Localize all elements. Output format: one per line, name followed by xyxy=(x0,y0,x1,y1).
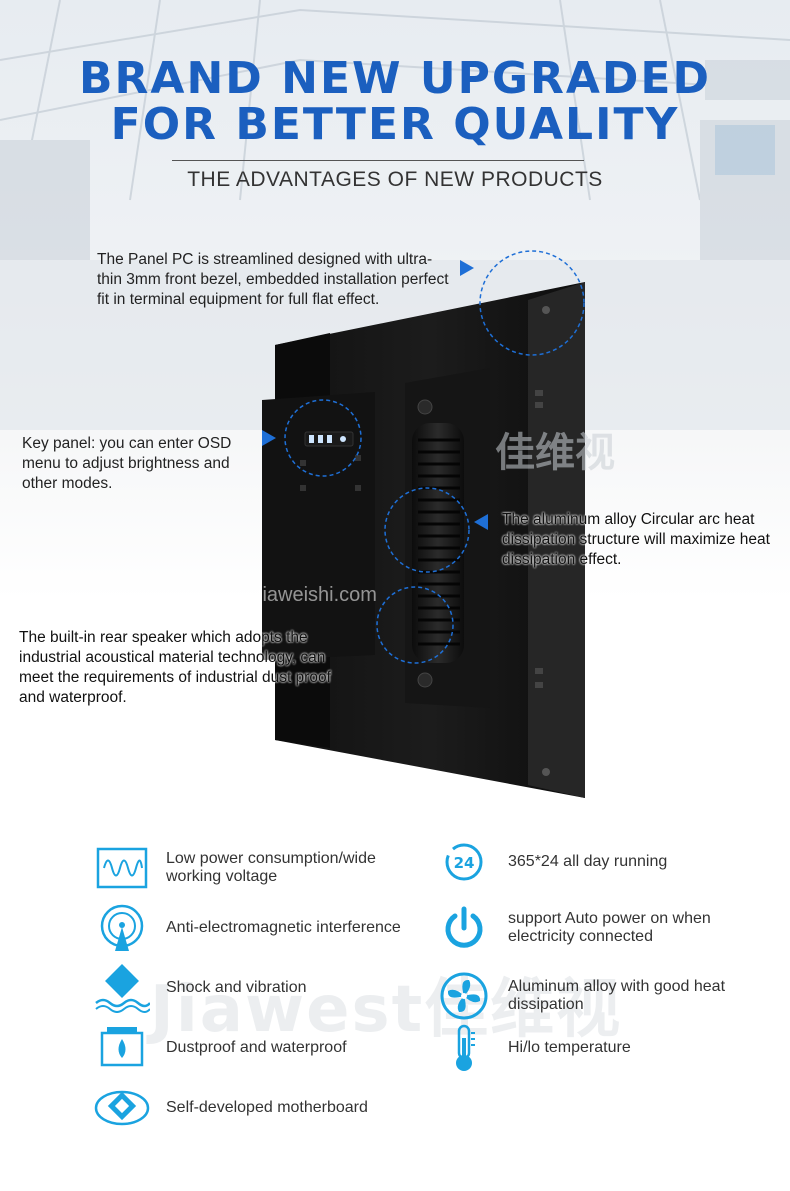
background-terminal-hall xyxy=(0,0,790,430)
svg-text:24: 24 xyxy=(454,854,475,872)
callout-heat-dissipation: The aluminum alloy Circular arc heat dis… xyxy=(502,511,770,568)
waveform-icon xyxy=(94,840,150,896)
feature-label: Anti-electromagnetic interference xyxy=(166,919,401,936)
callout-bezel: The Panel PC is streamlined designed wit… xyxy=(97,251,449,308)
arrow-right-icon xyxy=(460,260,474,276)
panel-pc-rear-view xyxy=(262,250,585,798)
feature-item: Dustproof and waterproof xyxy=(94,1020,416,1076)
arrow-left-icon xyxy=(474,514,488,530)
feature-item: support Auto power on when electricity c… xyxy=(436,900,758,956)
subtitle: THE ADVANTAGES OF NEW PRODUCTS xyxy=(187,168,603,191)
power-icon xyxy=(436,900,492,956)
callout-key-panel: Key panel: you can enter OSD menu to adj… xyxy=(22,435,232,492)
callout-rear-speaker: The built-in rear speaker which adopts t… xyxy=(19,629,331,706)
feature-item: 24 365*24 all day running xyxy=(436,834,758,890)
clock-24-icon: 24 xyxy=(436,834,492,890)
feature-item: Aluminum alloy with good heat dissipatio… xyxy=(436,968,758,1024)
feature-item: Low power consumption/wide working volta… xyxy=(94,840,416,896)
feature-label: Shock and vibration xyxy=(166,979,307,996)
motherboard-icon xyxy=(94,1080,150,1136)
feature-label: Self-developed motherboard xyxy=(166,1099,368,1116)
feature-label: Hi/lo temperature xyxy=(508,1039,631,1056)
feature-label: Low power consumption/wide working volta… xyxy=(166,850,376,885)
fan-icon xyxy=(436,968,492,1024)
shock-diamond-icon xyxy=(94,960,150,1016)
feature-item: Anti-electromagnetic interference xyxy=(94,900,416,956)
feature-label: support Auto power on when electricity c… xyxy=(508,910,711,945)
watermark-brand-large: Jiawest佳维视 xyxy=(150,973,623,1047)
antenna-shield-icon xyxy=(94,900,150,956)
subtitle-rule xyxy=(208,160,584,161)
watermark-brand-cn: 佳维视 xyxy=(495,431,615,475)
subtitle-rule-left xyxy=(172,160,208,161)
feature-item: Shock and vibration xyxy=(94,960,416,1016)
arrow-right-icon xyxy=(262,430,276,446)
watermark-url: jiaweishi.com xyxy=(258,584,377,606)
thermometer-icon xyxy=(436,1020,492,1076)
feature-label: 365*24 all day running xyxy=(508,853,668,870)
headline-line2: FOR BETTER QUALITY xyxy=(110,99,680,150)
headline-line1: BRAND NEW UPGRADED xyxy=(79,53,711,104)
feature-item: Hi/lo temperature xyxy=(436,1020,758,1076)
feature-label: Aluminum alloy with good heat dissipatio… xyxy=(508,978,726,1013)
feature-list: Low power consumption/wide working volta… xyxy=(0,830,790,1191)
feature-item: Self-developed motherboard xyxy=(94,1080,416,1136)
water-drop-icon xyxy=(94,1020,150,1076)
feature-label: Dustproof and waterproof xyxy=(166,1039,347,1056)
